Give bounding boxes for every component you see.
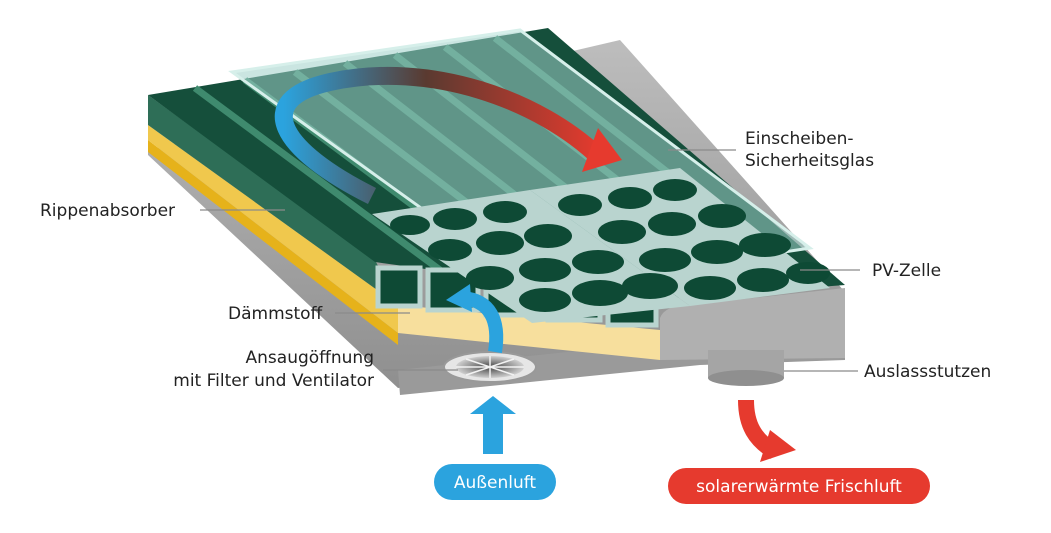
outside-air-pill-text: Außenluft (454, 473, 537, 493)
air-flow-arrow (274, 66, 622, 205)
insulation-side (148, 125, 398, 333)
insulation-label: Dämmstoff (228, 304, 324, 324)
yellow-strip (148, 140, 398, 345)
inlet-curve-arrow (446, 284, 504, 354)
outlet-end (660, 288, 845, 360)
inlet-label-line2: mit Filter und Ventilator (173, 371, 374, 391)
inlet-fan (443, 351, 537, 383)
heated-air-arrow (738, 399, 796, 462)
outlet-label: Auslassstutzen (864, 362, 991, 382)
outlet-pipe (708, 350, 784, 386)
pv-cell-modules (372, 168, 830, 323)
glass-label-line1: Einscheiben- (745, 129, 854, 149)
absorber-label: Rippenabsorber (40, 201, 175, 221)
outside-air-arrow (470, 396, 516, 454)
glass-label-line2: Sicherheitsglas (745, 151, 874, 171)
inlet-label-line1: Ansaugöffnung (246, 348, 374, 368)
outside-air-pill: Außenluft (434, 464, 556, 500)
insulation-layer (398, 305, 660, 360)
absorber-side-face (148, 95, 398, 305)
heated-air-pill-text: solarerwärmte Frischluft (696, 477, 902, 497)
pv-label: PV-Zelle (872, 261, 941, 281)
heated-air-pill: solarerwärmte Frischluft (668, 468, 930, 504)
